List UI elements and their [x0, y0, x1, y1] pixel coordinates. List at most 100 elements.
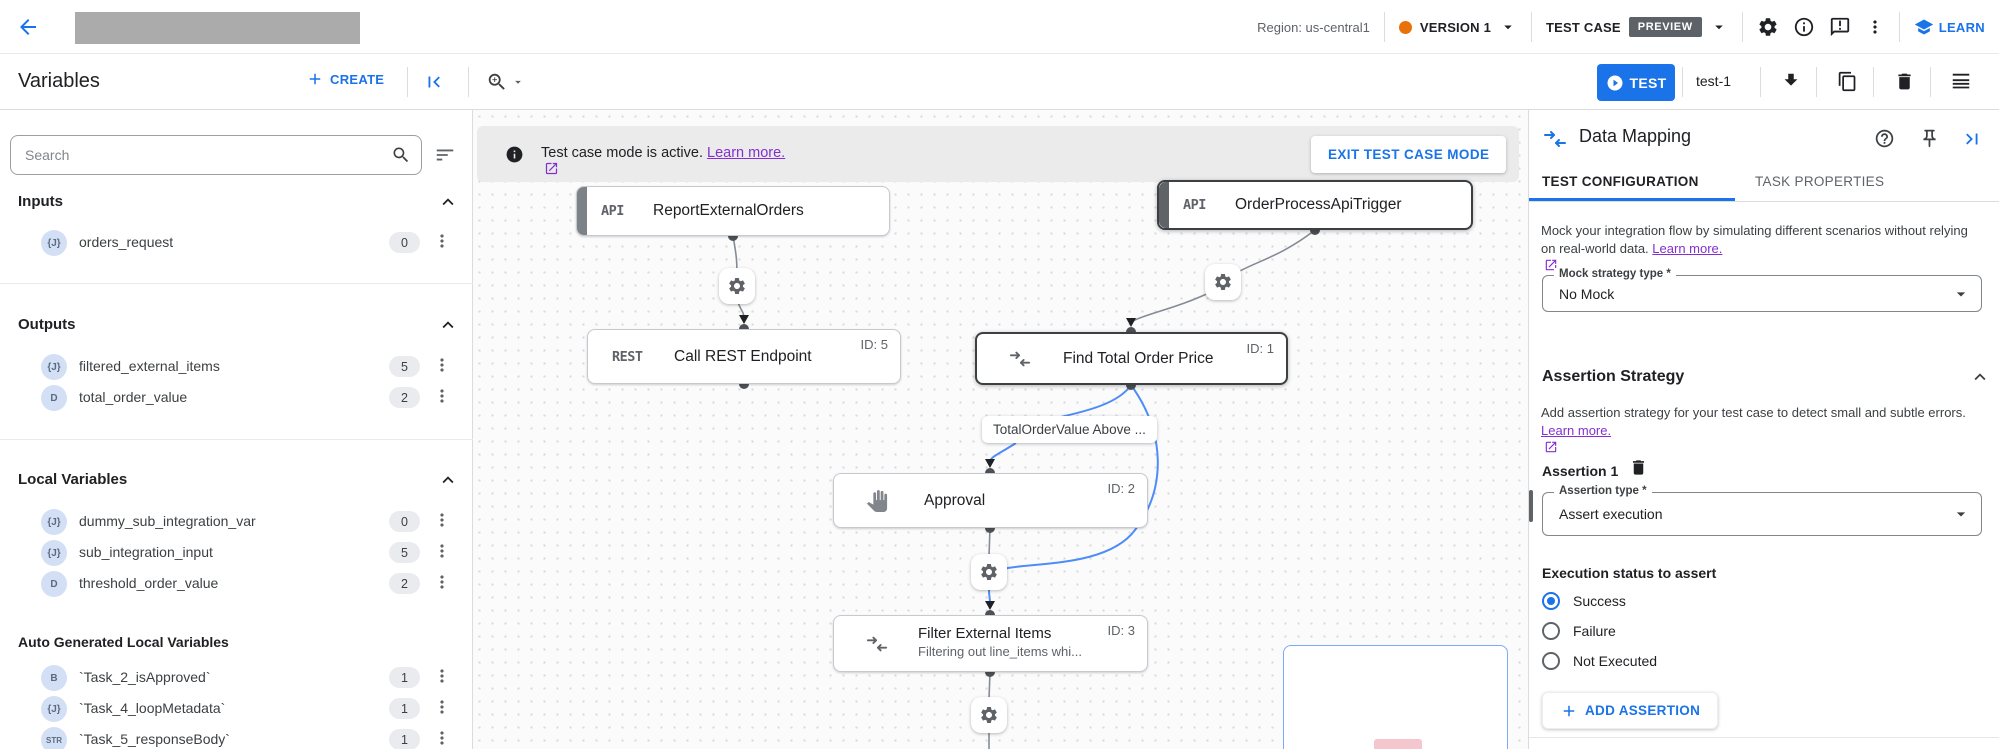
more-vert-icon — [440, 731, 444, 745]
variable-menu-button[interactable] — [432, 510, 452, 530]
variable-row[interactable]: D total_order_value 2 — [0, 383, 473, 413]
version-selector[interactable]: VERSION 1 — [1398, 18, 1517, 36]
node-type-badge: API — [1183, 197, 1206, 213]
chevron-up-icon — [442, 321, 454, 329]
assertion-learn-more-link[interactable]: Learn more. — [1541, 423, 1612, 438]
node-report-external-orders[interactable]: API ReportExternalOrders — [576, 186, 890, 236]
variable-row[interactable]: D threshold_order_value 2 — [0, 569, 473, 599]
gear-icon — [1759, 18, 1777, 36]
node-filter-external-items[interactable]: Filter External Items Filtering out line… — [833, 615, 1148, 672]
version-status-dot — [1398, 20, 1412, 34]
variable-menu-button[interactable] — [432, 231, 452, 251]
zoom-control[interactable] — [486, 71, 525, 93]
tab-task-properties[interactable]: TASK PROPERTIES — [1755, 174, 1885, 189]
variable-row[interactable]: {J} dummy_sub_integration_var 0 — [0, 507, 473, 537]
help-button[interactable] — [1874, 128, 1895, 149]
variable-row[interactable]: STR `Task_5_responseBody` 1 — [0, 725, 473, 749]
type-chip-json: {J} — [41, 540, 67, 566]
variable-menu-button[interactable] — [432, 572, 452, 592]
node-order-process-api-trigger[interactable]: API OrderProcessApiTrigger — [1157, 180, 1473, 230]
edge-condition-label[interactable]: TotalOrderValue Above ... — [982, 416, 1157, 443]
flow-canvas[interactable]: Test case mode is active. Learn more. EX… — [473, 110, 1528, 749]
type-chip-json: {J} — [41, 696, 67, 722]
node-approval[interactable]: Approval ID: 2 — [833, 473, 1148, 528]
edge-gear-button[interactable] — [719, 268, 755, 304]
sort-variables-button[interactable] — [434, 144, 456, 166]
banner-learn-more-link[interactable]: Learn more. — [707, 145, 786, 161]
divider — [1531, 12, 1533, 42]
variable-menu-button[interactable] — [432, 666, 452, 686]
version-label: VERSION 1 — [1419, 19, 1492, 35]
test-button[interactable]: TEST — [1597, 64, 1675, 101]
node-subtitle: Filtering out line_items whi... — [918, 644, 1083, 659]
info-button[interactable] — [1793, 16, 1815, 38]
pin-panel-button[interactable] — [1919, 128, 1940, 149]
radio-failure[interactable]: Failure — [1542, 622, 1616, 640]
node-selected-empty[interactable] — [1283, 645, 1508, 749]
variable-name: `Task_5_responseBody` — [79, 731, 230, 747]
search-input[interactable] — [25, 136, 385, 174]
collapse-local-variables-button[interactable] — [437, 469, 459, 491]
delete-button[interactable] — [1894, 71, 1915, 92]
test-case-name[interactable]: test-1 — [1696, 73, 1732, 89]
radio-success[interactable]: Success — [1542, 592, 1626, 610]
mock-learn-more-link[interactable]: Learn more. — [1652, 241, 1723, 256]
more-options-button[interactable] — [1865, 17, 1885, 37]
variable-menu-button[interactable] — [432, 697, 452, 717]
settings-button[interactable] — [1757, 16, 1779, 38]
mock-strategy-select[interactable]: Mock strategy type * No Mock — [1542, 268, 1982, 312]
collapse-inputs-button[interactable] — [437, 191, 459, 213]
edge-gear-button[interactable] — [971, 554, 1007, 590]
create-variable-button[interactable]: CREATE — [306, 70, 384, 88]
node-find-total-order-price[interactable]: Find Total Order Price ID: 1 — [975, 332, 1288, 385]
collapse-outputs-button[interactable] — [437, 314, 459, 336]
type-chip-double: D — [41, 571, 67, 597]
variable-row[interactable]: {J} sub_integration_input 5 — [0, 538, 473, 568]
node-accent-bar — [577, 187, 587, 235]
node-call-rest-endpoint[interactable]: REST Call REST Endpoint ID: 5 — [587, 329, 901, 384]
edge-gear-button[interactable] — [1205, 264, 1241, 300]
learn-button[interactable]: LEARN — [1914, 17, 1985, 37]
dropdown-caret-icon — [1956, 512, 1966, 517]
variable-row[interactable]: {J} orders_request 0 — [0, 228, 473, 258]
data-mapping-icon — [1544, 131, 1566, 147]
gear-icon — [1215, 274, 1231, 290]
variable-row[interactable]: {J} filtered_external_items 5 — [0, 352, 473, 382]
download-button[interactable] — [1780, 71, 1802, 93]
mock-description: Mock your integration flow by simulating… — [1541, 222, 1985, 272]
test-button-label: TEST — [1629, 74, 1667, 91]
divider — [1529, 737, 1999, 738]
status-chip — [1374, 739, 1422, 749]
gear-icon — [729, 278, 745, 294]
delete-assertion-button[interactable] — [1629, 458, 1648, 477]
exit-test-case-mode-button[interactable]: EXIT TEST CASE MODE — [1311, 136, 1507, 173]
variable-menu-button[interactable] — [432, 728, 452, 748]
chevron-down-icon — [1504, 25, 1512, 30]
type-chip-json: {J} — [41, 230, 67, 256]
assertion-strategy-header: Assertion Strategy — [1542, 368, 1685, 385]
type-chip-string: STR — [41, 727, 67, 749]
back-button[interactable] — [16, 15, 40, 39]
variable-row[interactable]: B `Task_2_isApproved` 1 — [0, 663, 473, 693]
close-panel-button[interactable] — [1961, 128, 1983, 150]
variable-menu-button[interactable] — [432, 541, 452, 561]
variable-menu-button[interactable] — [432, 386, 452, 406]
log-list-button[interactable] — [1950, 71, 1972, 93]
variable-row[interactable]: {J} `Task_4_loopMetadata` 1 — [0, 694, 473, 724]
scroll-indicator[interactable] — [1529, 490, 1533, 522]
tab-test-configuration[interactable]: TEST CONFIGURATION — [1542, 174, 1699, 189]
assertion-type-select[interactable]: Assertion type * Assert execution — [1542, 485, 1982, 536]
collapse-sidebar-button[interactable] — [423, 71, 445, 93]
copy-button[interactable] — [1837, 71, 1858, 92]
node-accent-bar — [1159, 182, 1169, 228]
add-assertion-button[interactable]: ADD ASSERTION — [1542, 692, 1719, 729]
test-case-selector[interactable]: TEST CASE PREVIEW — [1546, 17, 1728, 37]
radio-not-executed[interactable]: Not Executed — [1542, 652, 1657, 670]
collapse-assertion-button[interactable] — [1969, 366, 1991, 388]
variable-menu-button[interactable] — [432, 355, 452, 375]
mock-strategy-value: No Mock — [1559, 285, 1615, 302]
feedback-button[interactable] — [1829, 16, 1851, 38]
count-badge: 0 — [389, 232, 420, 253]
variable-name: total_order_value — [79, 389, 188, 405]
edge-gear-button[interactable] — [971, 697, 1007, 733]
